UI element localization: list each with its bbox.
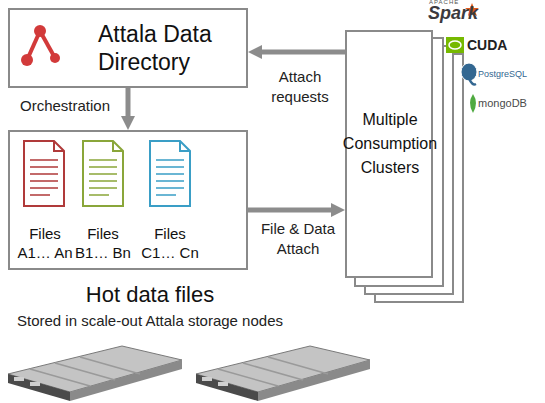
product-logo: mongoDB bbox=[478, 97, 527, 109]
product-logo: Spark bbox=[428, 3, 478, 24]
product-logo: PostgreSQL bbox=[478, 69, 527, 79]
file-fold bbox=[113, 141, 123, 151]
server-bay bbox=[202, 377, 212, 381]
nvidia-badge bbox=[446, 37, 464, 53]
node-title: Hot data files bbox=[0, 282, 300, 308]
file-fold bbox=[180, 141, 190, 151]
server-detail bbox=[30, 357, 140, 386]
node-title: Files C1… Cn bbox=[139, 224, 201, 262]
node-title: Files A1… An bbox=[14, 224, 76, 262]
server-detail bbox=[218, 357, 328, 386]
node-title: Files B1… Bn bbox=[72, 224, 134, 262]
server-bay bbox=[14, 377, 24, 381]
storage-server bbox=[196, 346, 370, 401]
flow-arrow bbox=[126, 88, 131, 120]
storage-server bbox=[8, 346, 182, 401]
flow-arrow bbox=[258, 50, 345, 55]
file-lines bbox=[89, 160, 117, 195]
file-group: Files B1… Bn bbox=[72, 138, 134, 266]
postgres-elephant bbox=[461, 63, 477, 84]
edge-label: File & Data Attach bbox=[252, 219, 344, 259]
node-subtitle: Stored in scale-out Attala storage nodes bbox=[0, 312, 300, 330]
flow-arrow bbox=[248, 208, 335, 213]
file-icon bbox=[24, 141, 64, 206]
product-logo: CUDA bbox=[467, 37, 507, 53]
mongodb-leaf bbox=[470, 94, 476, 113]
logo-dot bbox=[34, 25, 46, 37]
file-icon bbox=[150, 141, 190, 206]
attala-logo bbox=[21, 25, 60, 66]
node-title: Multiple Consumption Clusters bbox=[341, 108, 439, 180]
node-title: Attala Data Directory bbox=[98, 20, 248, 76]
file-icon bbox=[83, 141, 123, 206]
file-fold bbox=[54, 141, 64, 151]
file-group: Files C1… Cn bbox=[139, 138, 201, 266]
file-outline bbox=[83, 141, 123, 206]
edge-label: Attach requests bbox=[258, 67, 342, 107]
server-bay bbox=[218, 382, 228, 386]
directory-box: Attala Data Directory bbox=[8, 8, 248, 88]
cluster-box: Multiple Consumption Clusters bbox=[345, 30, 433, 278]
storage-box: Hot data filesStored in scale-out Attala… bbox=[8, 130, 248, 270]
file-outline bbox=[150, 141, 190, 206]
edge-label: Orchestration bbox=[20, 96, 130, 116]
file-group: Files A1… An bbox=[14, 138, 76, 266]
file-outline bbox=[24, 141, 64, 206]
file-lines bbox=[30, 160, 58, 195]
file-lines bbox=[156, 160, 184, 195]
server-side bbox=[70, 360, 182, 401]
elephant-trunk bbox=[469, 78, 476, 84]
nvidia-swirl bbox=[449, 41, 461, 49]
nvidia-eye bbox=[446, 37, 464, 53]
server-bay bbox=[30, 382, 40, 386]
logo-dot bbox=[21, 54, 33, 66]
logo-dot bbox=[50, 53, 60, 63]
server-side bbox=[258, 360, 370, 401]
